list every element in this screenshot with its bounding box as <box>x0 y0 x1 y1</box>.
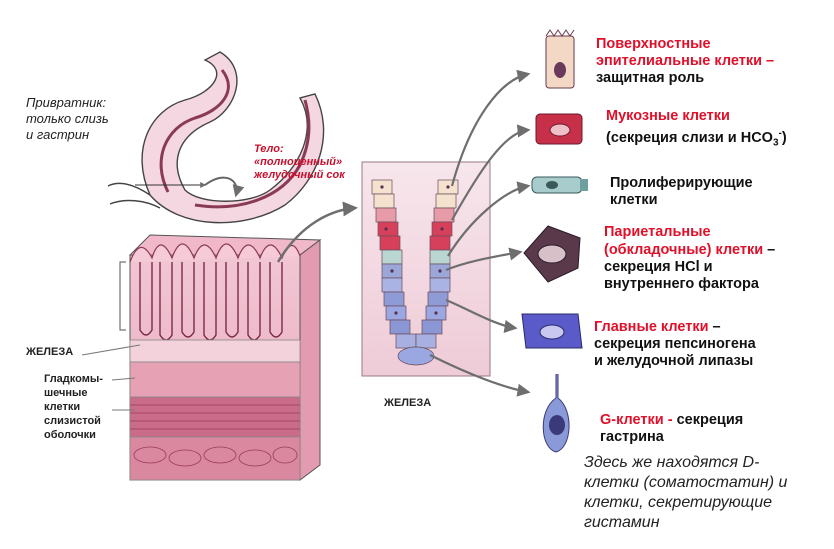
arrow-to-body <box>204 176 245 198</box>
cell-surface-icon <box>545 29 575 89</box>
cell-chief: Главные клетки – секреция пепсиногена и … <box>594 319 756 369</box>
cell-parietal-title: Париетальные (обкладочные) клетки <box>604 224 764 258</box>
cell-chief-title: Главные клетки <box>594 319 709 335</box>
cell-surface-title: Поверхностные эпителиальные клетки – <box>596 36 775 69</box>
cell-parietal: Париетальные (обкладочные) клетки – секр… <box>604 224 776 292</box>
cell-parietal-desc: секреция HCl и внутреннего фактора <box>604 259 759 292</box>
cell-arrows <box>429 69 531 397</box>
cell-proliferating-icon <box>531 176 588 194</box>
cell-surface-desc: защитная роль <box>596 70 705 86</box>
cell-chief-desc: секреция пепсиногена и желудочной липазы <box>594 336 756 369</box>
body-label: Тело: «полноценный» желудочный сок <box>254 143 345 181</box>
stomach-outline <box>107 51 325 224</box>
pylorus-label: Привратник: только слизь и гастрин <box>26 95 109 142</box>
cell-proliferating: Пролиферирующие клетки <box>610 175 753 209</box>
cell-chief-icon <box>521 313 583 349</box>
cell-mucous-desc: (секреция слизи и HCO3-) <box>606 128 787 149</box>
gland-center-label: ЖЕЛЕЗА <box>384 397 432 409</box>
tissue-block <box>119 234 322 481</box>
cell-g-icon <box>542 374 570 453</box>
gland-panel <box>361 161 491 377</box>
label-leaders <box>81 344 141 411</box>
smooth-muscle-label: Гладкомы- шечные клетки слизистой оболоч… <box>44 373 103 441</box>
cell-surface-epithelial: Поверхностные эпителиальные клетки – защ… <box>596 36 774 87</box>
extra-cells-note: Здесь же находятся D- клетки (соматостат… <box>584 454 788 531</box>
cell-mucous: Мукозные клетки (секреция слизи и HCO3-) <box>606 108 787 152</box>
cell-proliferating-desc: Пролиферирующие клетки <box>610 175 753 208</box>
cell-g: G-клетки - секреция гастрина <box>600 412 744 445</box>
cell-g-desc: гастрина <box>600 429 664 445</box>
cell-parietal-icon <box>523 225 581 283</box>
cell-g-title: G-клетки - <box>600 412 677 428</box>
cell-mucous-icon <box>535 113 583 145</box>
gland-left-label: ЖЕЛЕЗА <box>26 346 74 358</box>
cell-mucous-title: Мукозные клетки <box>606 108 730 124</box>
arrow-to-gland <box>276 201 358 263</box>
